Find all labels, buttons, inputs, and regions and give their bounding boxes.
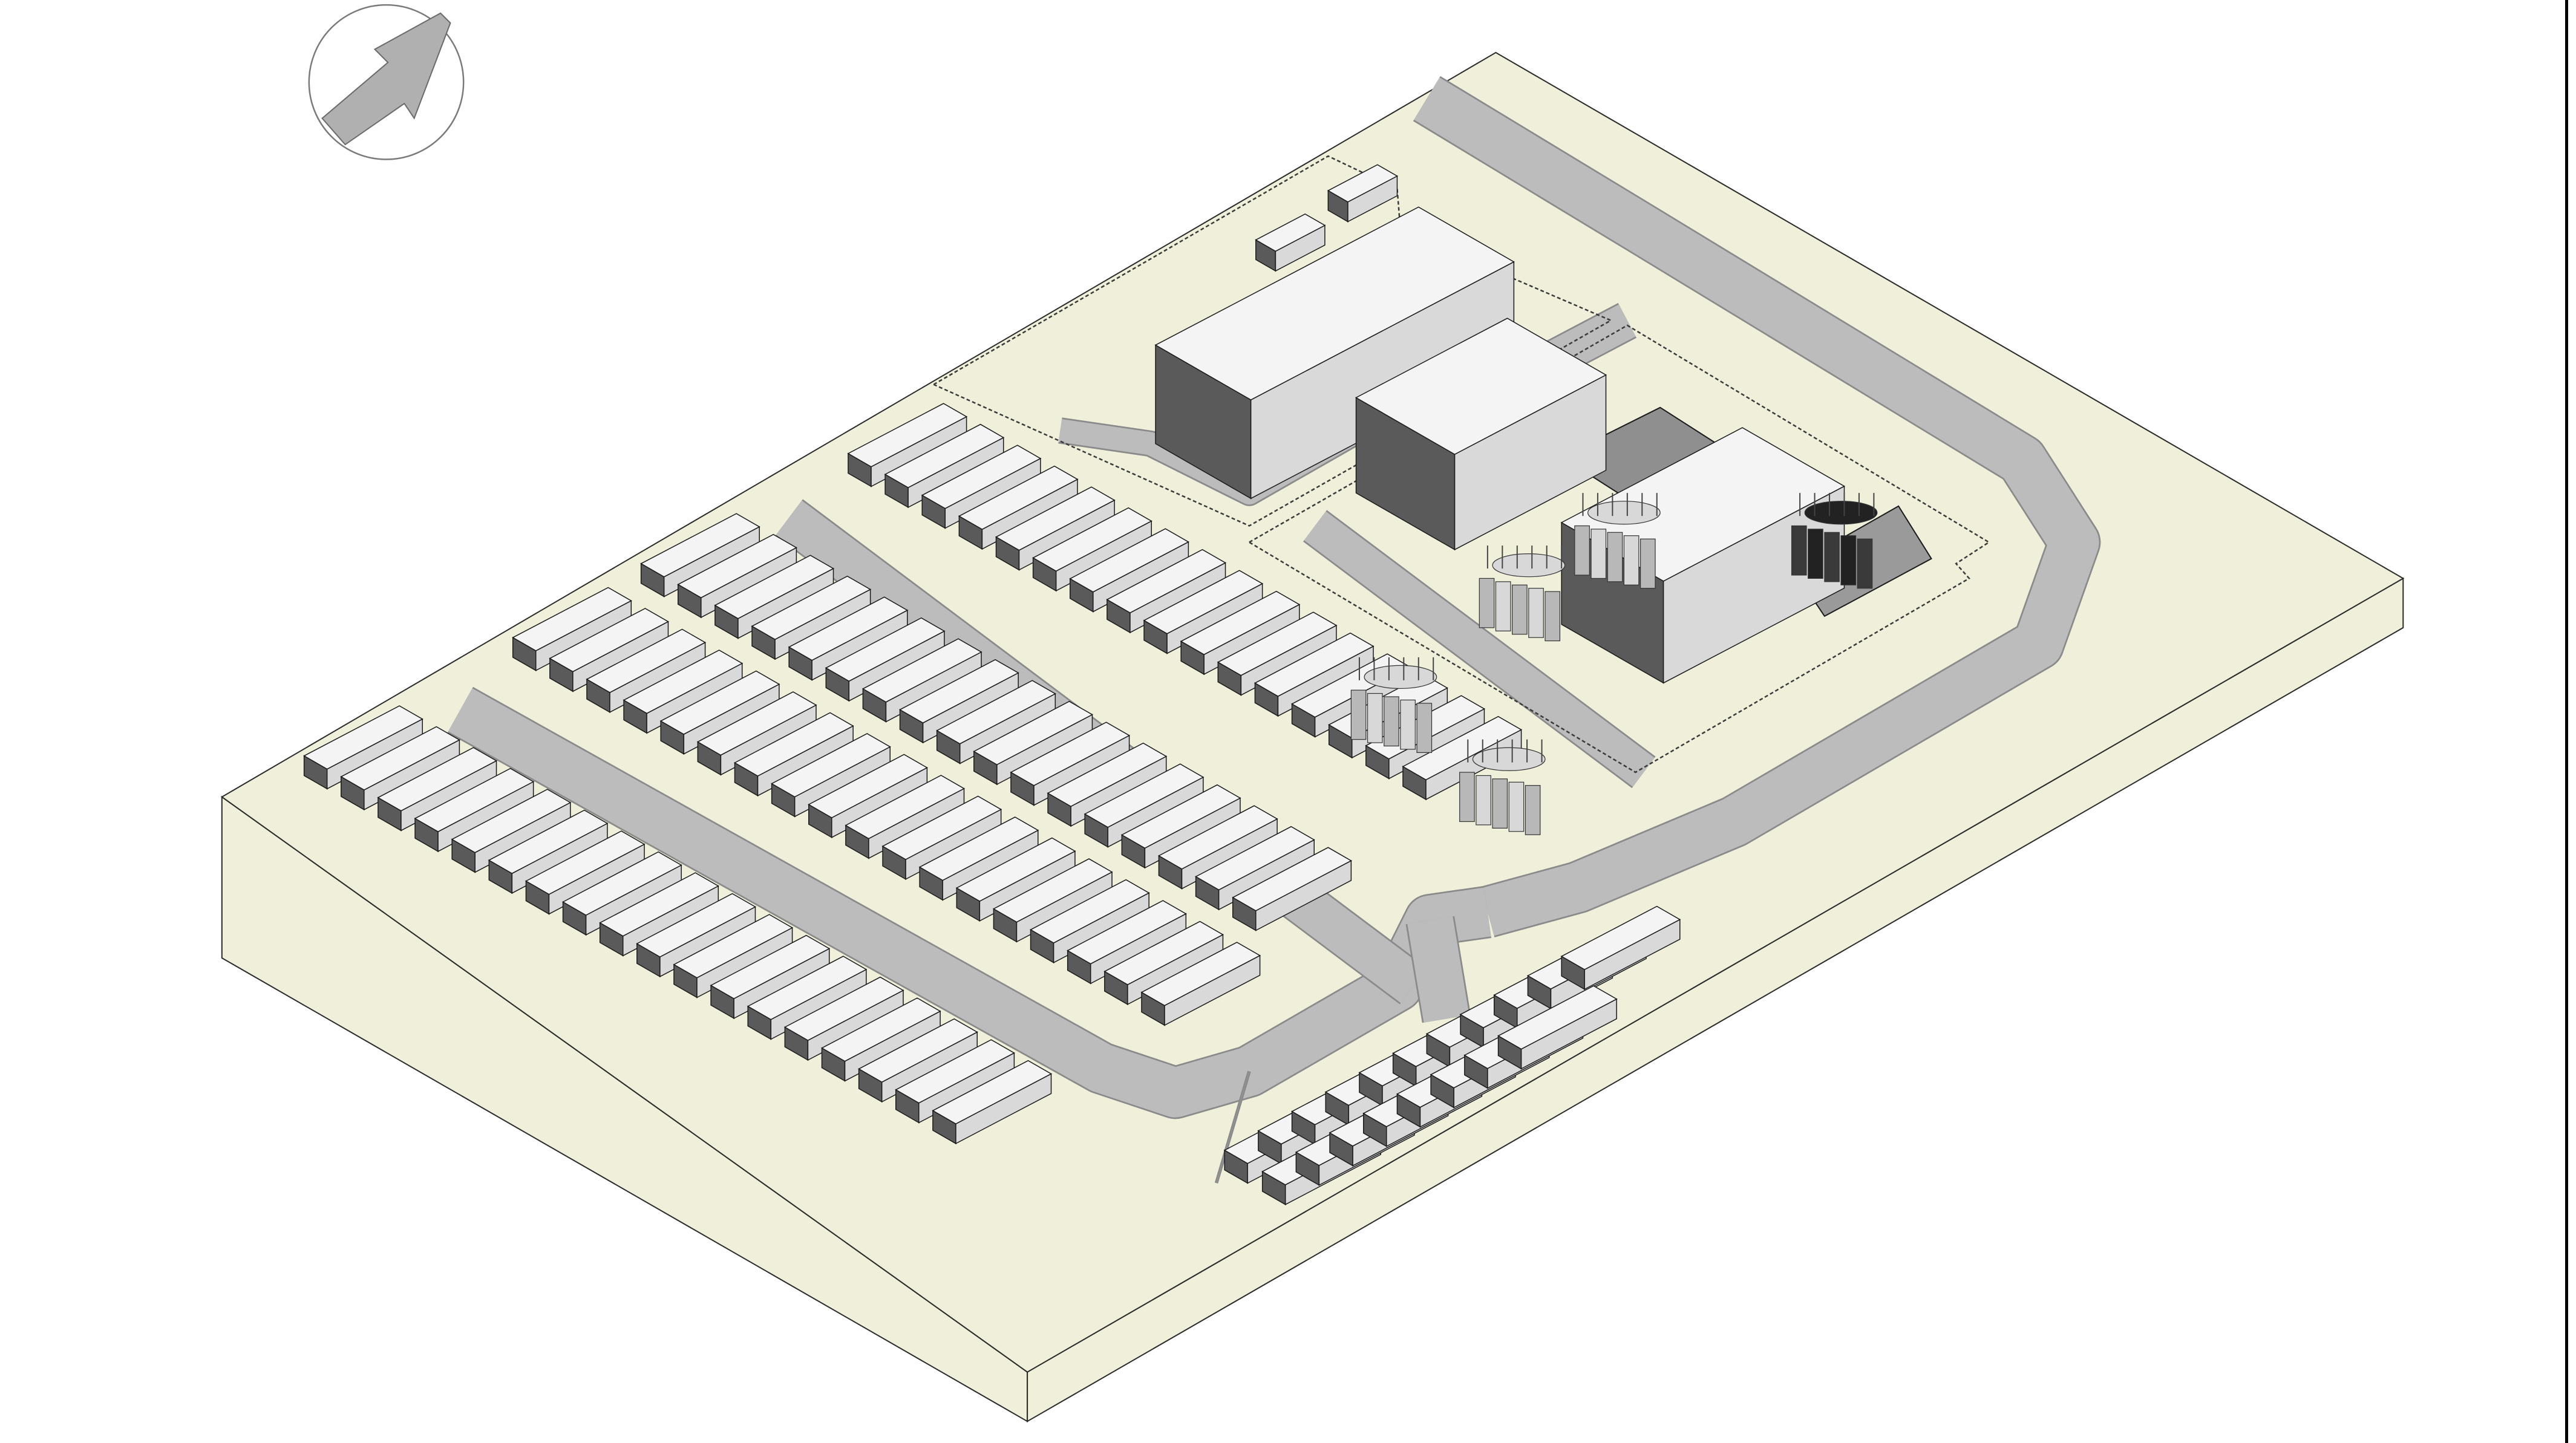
site-objects xyxy=(303,164,1878,1205)
road-spur xyxy=(1216,1071,1250,1184)
fence-substation xyxy=(1249,324,1990,774)
control-building-north xyxy=(1154,206,1515,500)
transformer-group-3 xyxy=(1479,546,1566,642)
transformer-group-4 xyxy=(1574,493,1661,589)
fence-north-yard xyxy=(933,155,1613,527)
row-c-container xyxy=(659,670,780,755)
inner-yard-road xyxy=(1304,511,1655,787)
row-f-container xyxy=(1560,905,1681,991)
substation-fence xyxy=(933,155,1990,774)
small-unit-a xyxy=(1255,213,1326,272)
frame-border xyxy=(2565,0,2568,1443)
control-building-middle xyxy=(1355,318,1607,551)
row-g-container xyxy=(1497,985,1618,1070)
north-arrow-shape xyxy=(321,12,451,146)
transformer-group-1 xyxy=(1350,657,1437,753)
row-c-container xyxy=(1140,942,1261,1026)
row-d-container xyxy=(932,1060,1053,1145)
north-arrow xyxy=(308,4,465,160)
switchgear-dark xyxy=(1791,493,1878,589)
small-unit-b xyxy=(1327,164,1399,223)
row-b-container xyxy=(1232,847,1352,931)
transformer-group-2 xyxy=(1459,739,1546,835)
main-road-east xyxy=(1414,77,2099,936)
road-south-spur xyxy=(1407,916,1469,1023)
